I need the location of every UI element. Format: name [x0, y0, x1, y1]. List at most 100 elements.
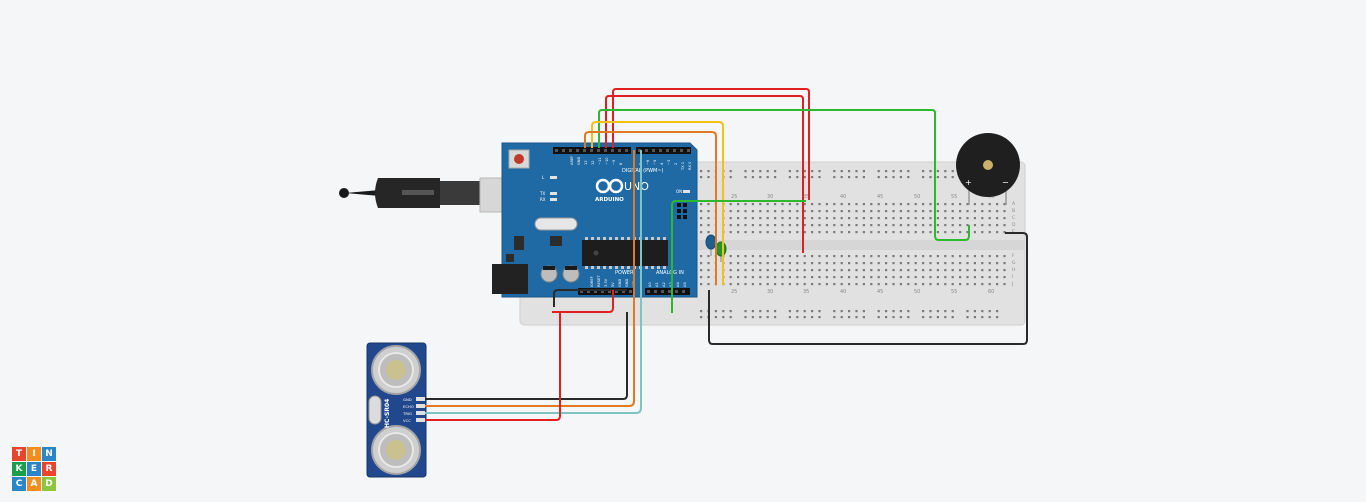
hole: [707, 269, 710, 272]
hole: [996, 217, 999, 220]
hole: [848, 262, 851, 265]
hole: [811, 255, 814, 258]
piezo-buzzer[interactable]: + −: [956, 133, 1020, 205]
hole: [840, 262, 843, 265]
column-label: 35: [803, 289, 809, 295]
hole: [796, 203, 799, 206]
hole: [914, 269, 917, 272]
hole: [668, 290, 671, 293]
hole: [951, 316, 954, 319]
hole: [707, 203, 710, 206]
logo-letter: R: [42, 462, 56, 476]
sensor-pin-label: VCC: [403, 418, 411, 423]
hole: [840, 269, 843, 272]
hole: [818, 224, 821, 227]
wires[interactable]: [425, 88, 1028, 421]
hole: [892, 224, 895, 227]
hole: [996, 283, 999, 286]
hole: [638, 149, 641, 152]
hole: [707, 255, 710, 258]
wire-yellow[interactable]: [591, 121, 724, 285]
wire-black[interactable]: [425, 312, 628, 400]
hole: [936, 217, 939, 220]
hole: [848, 276, 851, 279]
wire-red[interactable]: [605, 95, 804, 253]
hole: [682, 290, 685, 293]
hole: [811, 269, 814, 272]
column-label: 55: [951, 194, 957, 200]
hole: [651, 237, 654, 240]
hole: [818, 210, 821, 213]
buzzer-plus-label: +: [965, 178, 972, 187]
wire-teal[interactable]: [425, 150, 642, 414]
hole: [922, 269, 925, 272]
hole: [966, 316, 969, 319]
hole: [899, 210, 902, 213]
hole: [833, 262, 836, 265]
hole: [774, 224, 777, 227]
hole: [870, 224, 873, 227]
sensor-pins: [416, 397, 425, 422]
crystal-icon: [534, 217, 578, 231]
hole: [781, 276, 784, 279]
led-on-label: ON: [676, 189, 682, 194]
wire-red[interactable]: [425, 312, 561, 421]
board-brand-label: ARDUINO: [595, 197, 624, 203]
hole: [951, 217, 954, 220]
hole: [833, 269, 836, 272]
reset-icon: [514, 154, 524, 164]
breadboard-column-labels: 25 30 35 40 45 50 55 60 25 30 35 40 45 5…: [731, 194, 994, 295]
hole: [781, 203, 784, 206]
hole: [973, 283, 976, 286]
pin-label: A4: [676, 282, 680, 287]
hole: [788, 210, 791, 213]
hole: [744, 316, 747, 319]
hole: [591, 237, 594, 240]
hole: [840, 210, 843, 213]
hole: [1003, 224, 1006, 227]
hole: [818, 231, 821, 234]
hole: [788, 224, 791, 227]
arduino-uno-board[interactable]: L TX RX ON UNO ARDUINO DIGITAL (PWM~) PO…: [492, 142, 698, 298]
hole: [862, 203, 865, 206]
pin-label: ~10: [605, 157, 609, 165]
hole: [803, 262, 806, 265]
hole: [833, 217, 836, 220]
sensor-pin-label: TRIG: [402, 411, 412, 416]
hole: [951, 170, 954, 173]
hole: [580, 290, 583, 293]
wire-black[interactable]: [708, 232, 1028, 345]
wire-orange[interactable]: [425, 150, 635, 407]
hole: [899, 231, 902, 234]
hole: [907, 231, 910, 234]
hole: [833, 170, 836, 173]
hole: [729, 224, 732, 227]
wire-orange[interactable]: [584, 131, 717, 285]
usb-cable[interactable]: [339, 177, 507, 213]
hole: [973, 224, 976, 227]
wire-black[interactable]: [553, 289, 627, 307]
hole: [922, 262, 925, 265]
digital-header[interactable]: AREF GND 13 12 ~11 ~10 ~9 8 7 ~6 ~5 4 ~3…: [553, 147, 692, 171]
power-header-label: POWER: [615, 270, 634, 276]
hole: [855, 269, 858, 272]
wire-green[interactable]: [598, 109, 970, 241]
hole: [899, 262, 902, 265]
hole: [759, 224, 762, 227]
pin-label: 13: [584, 160, 588, 165]
hole: [936, 276, 939, 279]
hole: [751, 210, 754, 213]
hole: [840, 203, 843, 206]
wire-red[interactable]: [612, 88, 810, 200]
hole: [988, 217, 991, 220]
wire-red[interactable]: [552, 290, 614, 313]
pin-label: A0: [648, 282, 652, 287]
hole: [833, 310, 836, 313]
pin-label: AREF: [570, 156, 574, 165]
ultrasonic-sensor[interactable]: HC-SR04 GND ECHO TRIG VCC: [366, 342, 427, 478]
hole: [744, 170, 747, 173]
wire-green[interactable]: [671, 200, 806, 313]
hole: [700, 231, 703, 234]
hole: [840, 224, 843, 227]
